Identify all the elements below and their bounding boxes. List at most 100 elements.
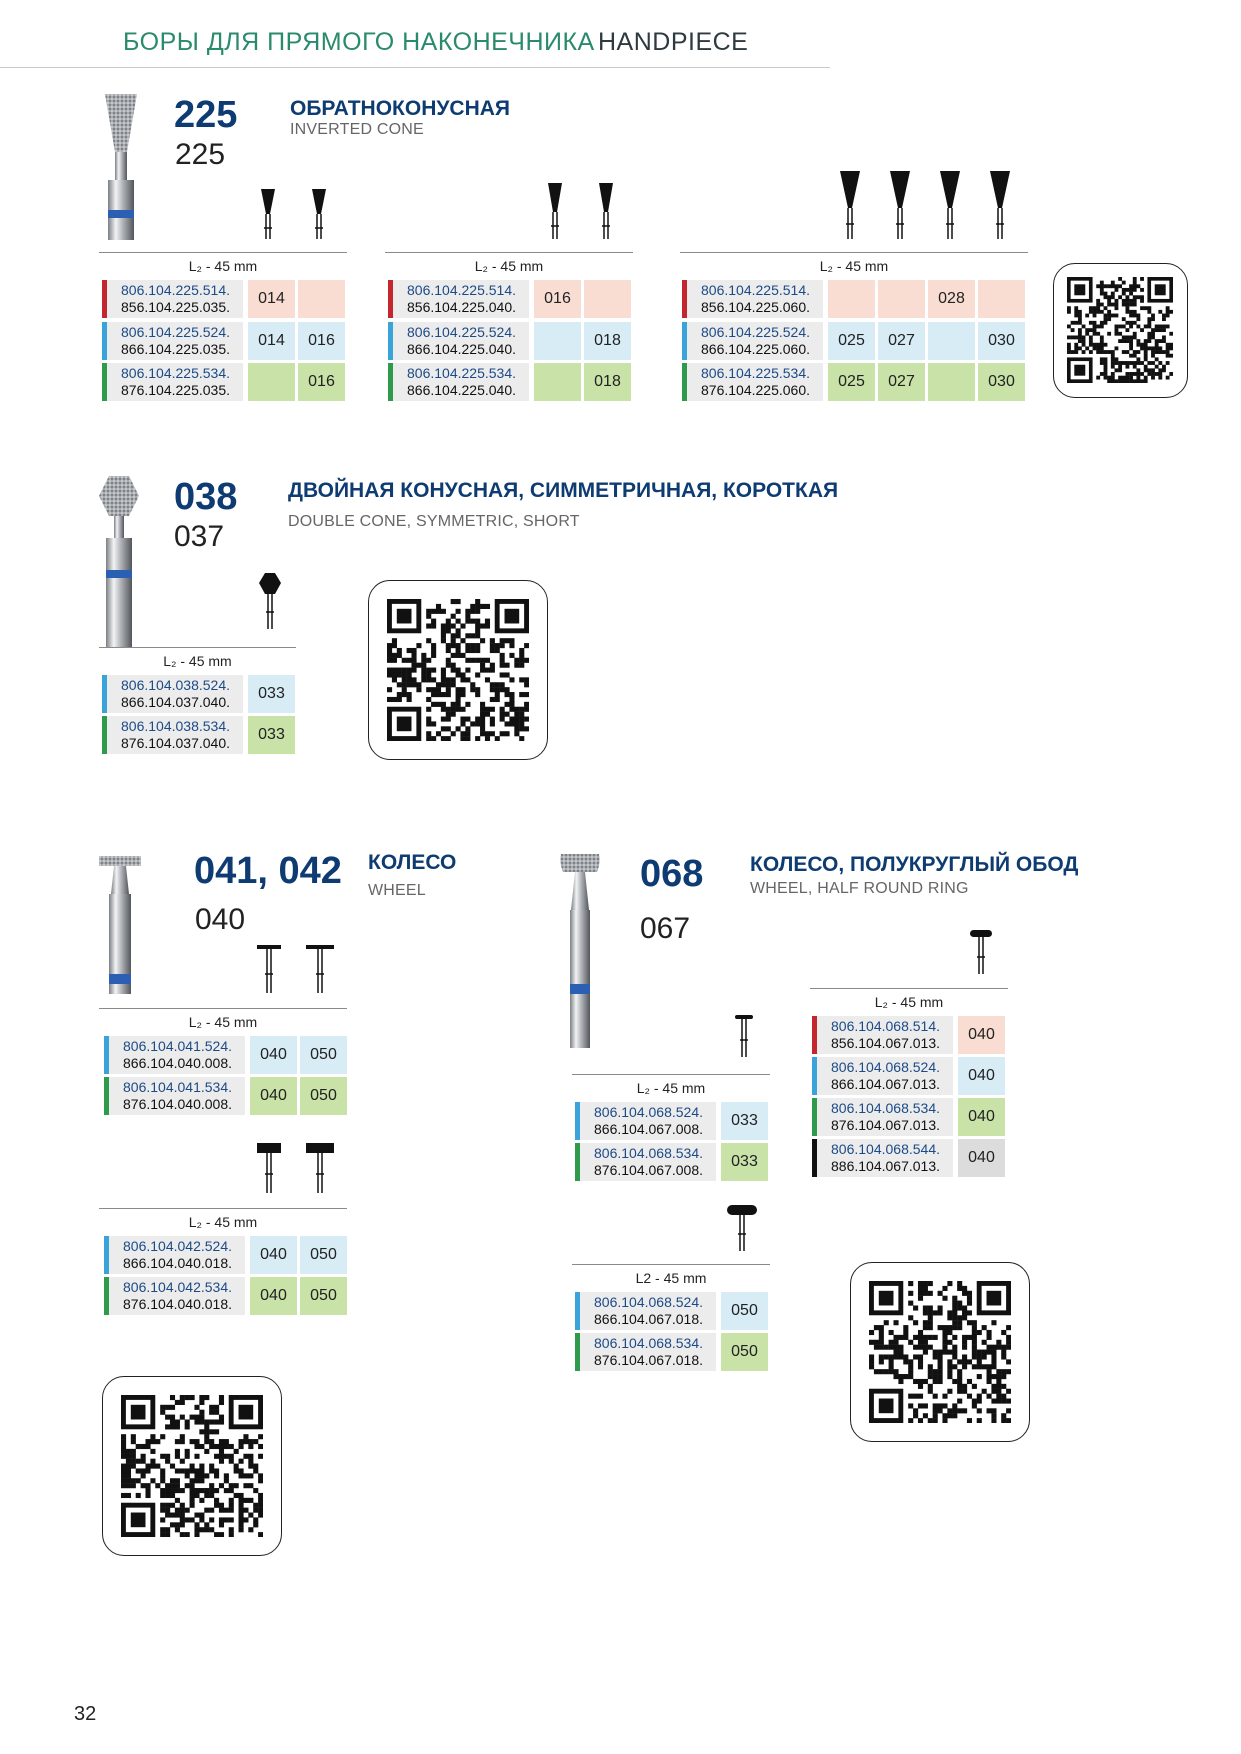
table-rule — [572, 1264, 770, 1265]
diamond-bur-image — [99, 476, 139, 648]
qr-code-icon[interactable] — [1053, 263, 1188, 398]
product-number: 038 — [174, 476, 238, 518]
size-cell — [828, 280, 875, 318]
bur-shape-icon — [306, 1143, 334, 1193]
article-code: 806.104.038.534. — [121, 718, 230, 734]
size-cell: 033 — [721, 1102, 768, 1140]
article-code: 806.104.068.544. — [831, 1141, 940, 1157]
table-rule — [99, 1008, 347, 1009]
article-code-alt: 866.104.037.040. — [121, 694, 230, 710]
qr-code-icon[interactable] — [102, 1376, 282, 1556]
article-code: 806.104.225.514. — [121, 282, 230, 298]
size-cell: 018 — [584, 322, 631, 360]
article-code: 806.104.068.534. — [831, 1100, 940, 1116]
size-cell — [928, 363, 975, 401]
article-code: 806.104.225.534. — [121, 365, 230, 381]
size-cell: 030 — [978, 322, 1025, 360]
size-cell: 033 — [248, 675, 295, 713]
bur-shape-icon — [312, 189, 326, 239]
size-cell — [878, 280, 925, 318]
article-code-alt: 856.104.225.060. — [701, 299, 810, 315]
l2-label: L₂ - 45 mm — [188, 258, 258, 274]
size-cell: 050 — [300, 1277, 347, 1315]
size-cell: 040 — [958, 1098, 1005, 1136]
article-code-alt: 856.104.225.035. — [121, 299, 230, 315]
product-alt-number: 225 — [175, 138, 226, 171]
header-title-ru: БОРЫ ДЛЯ ПРЯМОГО НАКОНЕЧНИКА — [123, 28, 595, 56]
article-code: 806.104.225.524. — [701, 324, 810, 340]
qr-code-icon[interactable] — [368, 580, 548, 760]
size-cell — [928, 322, 975, 360]
article-code-alt: 876.104.037.040. — [121, 735, 230, 751]
article-code-alt: 886.104.067.013. — [831, 1158, 940, 1174]
product-title: ОБРАТНОКОНУСНАЯ — [290, 97, 511, 120]
product-number: 041, 042 — [194, 850, 342, 892]
size-cell — [534, 363, 581, 401]
bur-shape-icon — [257, 1143, 281, 1193]
article-code: 806.104.038.524. — [121, 677, 230, 693]
article-code: 806.104.068.534. — [594, 1335, 703, 1351]
diamond-bur-image — [99, 856, 141, 994]
size-cell: 040 — [958, 1016, 1005, 1054]
article-code: 806.104.068.534. — [594, 1145, 703, 1161]
article-code: 806.104.068.524. — [594, 1104, 703, 1120]
size-cell: 014 — [248, 322, 295, 360]
article-code: 806.104.225.514. — [701, 282, 810, 298]
article-code: 806.104.041.534. — [123, 1079, 232, 1095]
table-rule — [572, 1074, 770, 1075]
article-code-alt: 866.104.067.008. — [594, 1121, 703, 1137]
size-cell: 033 — [721, 1143, 768, 1181]
article-code-alt: 866.104.040.008. — [123, 1055, 232, 1071]
l2-label: L2 - 45 mm — [635, 1270, 707, 1286]
article-code: 806.104.068.524. — [594, 1294, 703, 1310]
product-subtitle: WHEEL — [368, 882, 426, 899]
table-rule — [99, 252, 347, 253]
article-code-alt: 876.104.067.008. — [594, 1162, 703, 1178]
l2-label: L₂ - 45 mm — [188, 1014, 258, 1030]
size-cell: 050 — [300, 1036, 347, 1074]
article-code: 806.104.041.524. — [123, 1038, 232, 1054]
size-cell: 050 — [721, 1333, 768, 1371]
table-rule — [810, 988, 1008, 989]
size-cell: 040 — [250, 1036, 297, 1074]
table-rule — [680, 252, 1028, 253]
article-code-alt: 876.104.225.035. — [121, 382, 230, 398]
product-title: КОЛЕСО — [368, 851, 457, 874]
size-cell: 033 — [248, 716, 295, 754]
size-cell: 025 — [828, 322, 875, 360]
bur-shape-icon — [840, 171, 860, 239]
qr-code-icon[interactable] — [850, 1262, 1030, 1442]
bur-shape-icon — [257, 945, 281, 993]
size-cell: 025 — [828, 363, 875, 401]
size-cell: 040 — [250, 1077, 297, 1115]
table-rule — [385, 252, 633, 253]
bur-shape-icon — [990, 171, 1010, 239]
header-title-en: HANDPIECE — [598, 28, 749, 56]
l2-label: L₂ - 45 mm — [188, 1214, 258, 1230]
size-cell: 018 — [584, 363, 631, 401]
size-cell: 040 — [958, 1139, 1005, 1177]
article-code: 806.104.042.534. — [123, 1279, 232, 1295]
article-code-alt: 856.104.225.040. — [407, 299, 516, 315]
article-code-alt: 866.104.040.018. — [123, 1255, 232, 1271]
article-code: 806.104.042.524. — [123, 1238, 232, 1254]
size-cell: 014 — [248, 280, 295, 318]
size-cell: 027 — [878, 363, 925, 401]
product-subtitle: INVERTED CONE — [290, 121, 424, 138]
article-code-alt: 866.104.067.013. — [831, 1076, 940, 1092]
bur-shape-icon — [306, 945, 334, 993]
size-cell — [248, 363, 295, 401]
article-code-alt: 866.104.067.018. — [594, 1311, 703, 1327]
bur-shape-icon — [261, 189, 275, 239]
size-cell: 040 — [250, 1277, 297, 1315]
product-alt-number: 067 — [640, 912, 691, 945]
product-title: ДВОЙНАЯ КОНУСНАЯ, СИММЕТРИЧНАЯ, КОРОТКАЯ — [288, 479, 839, 502]
article-code-alt: 876.104.225.060. — [701, 382, 810, 398]
diamond-bur-image — [105, 94, 137, 240]
article-code-alt: 876.104.067.018. — [594, 1352, 703, 1368]
article-code: 806.104.068.524. — [831, 1059, 940, 1075]
size-cell: 016 — [298, 322, 345, 360]
size-cell — [298, 280, 345, 318]
diamond-bur-image — [560, 854, 600, 1048]
article-code: 806.104.225.524. — [121, 324, 230, 340]
